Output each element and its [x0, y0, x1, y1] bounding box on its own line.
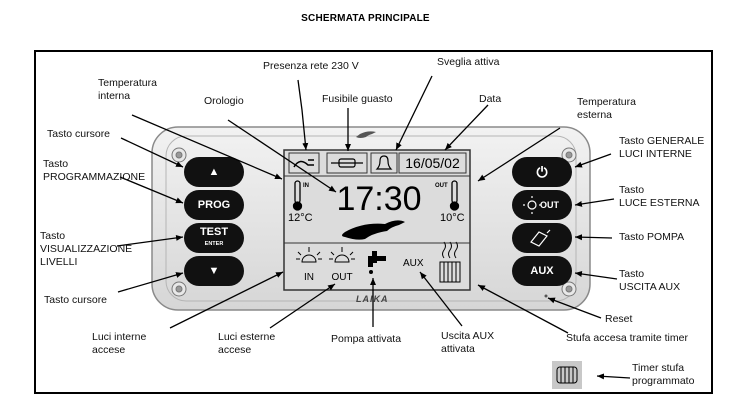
pump-tap-icon [368, 251, 386, 274]
label-visualizzazione: Tasto VISUALIZZAZIONE LIVELLI [40, 230, 133, 268]
thermometer-in-icon [292, 180, 303, 211]
screw-icon [171, 147, 577, 297]
label-presenza-rete: Presenza rete 230 V [263, 60, 359, 72]
reset-button [544, 294, 548, 298]
label-aux-attivata: Uscita AUX attivata [441, 330, 495, 355]
cursor-down-button [184, 256, 244, 286]
light-in-icon [296, 247, 322, 263]
cursor-down-label[interactable]: ▼ [208, 265, 220, 277]
test-enter-button [184, 223, 244, 253]
label-uscita-aux: Tasto USCITA AUX [619, 268, 681, 293]
lcd-light-out: OUT [331, 272, 353, 283]
label-luci-esterne: Luci esterne accese [218, 331, 276, 356]
label-luce-esterna: Tasto LUCE ESTERNA [619, 184, 700, 209]
label-timer-programmato: Timer stufa programmato [632, 362, 695, 387]
label-reset: Reset [605, 313, 633, 325]
prog-button [184, 190, 244, 220]
brand-logo: LAIKA [356, 294, 389, 304]
leader-lines [116, 75, 631, 380]
label-pompa-tasto: Tasto POMPA [619, 231, 685, 243]
label-orologio: Orologio [204, 95, 244, 107]
lcd-top-row [288, 152, 467, 174]
light-out-button [512, 190, 572, 220]
lcd-temp-in-label: IN [303, 183, 309, 189]
light-out-label[interactable]: OUT [540, 200, 559, 210]
label-cursore-top: Tasto cursore [47, 128, 111, 140]
cursor-up-button [184, 157, 244, 187]
cursor-up-label[interactable]: ▲ [208, 166, 220, 178]
prog-label[interactable]: PROG [197, 199, 231, 211]
label-fusibile: Fusibile guasto [322, 93, 393, 105]
label-cursore-bot: Tasto cursore [44, 294, 108, 306]
enter-label: ENTER [204, 241, 224, 247]
thermometer-out-icon [449, 180, 460, 211]
page-title: SCHERMATA PRINCIPALE [301, 13, 430, 24]
test-label[interactable]: TEST [199, 226, 229, 238]
power-button [512, 157, 572, 187]
power-icon[interactable]: ⏻ [536, 164, 548, 180]
right-buttons [512, 157, 572, 286]
label-programmazione: Tasto PROGRAMMAZIONE [43, 158, 146, 183]
greyhound-logo-icon [342, 220, 405, 240]
lcd-time: 17:30 [336, 180, 422, 218]
label-stufa-timer: Stufa accesa tramite timer [566, 332, 688, 344]
device-bezel [165, 135, 577, 302]
left-buttons [184, 157, 244, 286]
heater-timer-icon [439, 241, 461, 283]
aux-button [512, 256, 572, 286]
diagram-frame [34, 50, 713, 394]
pump-icon [530, 229, 551, 247]
sun-icon [523, 196, 541, 214]
label-temp-esterna: Temperatura esterna [577, 96, 636, 121]
label-pompa-attivata: Pompa attivata [331, 333, 402, 345]
lcd-light-in: IN [304, 272, 314, 283]
timer-legend-icon [556, 366, 578, 384]
lcd-aux: AUX [403, 258, 424, 269]
fuse-icon [331, 158, 363, 168]
lcd-temp-in: 12°C [288, 212, 313, 224]
greyhound-emblem-icon [356, 131, 376, 138]
lcd-date: 16/05/02 [405, 155, 460, 171]
lcd-temp-out: 10°C [440, 212, 465, 224]
aux-label[interactable]: AUX [530, 265, 554, 277]
bell-icon [375, 155, 393, 170]
pump-button [512, 223, 572, 253]
label-data: Data [479, 93, 502, 105]
lcd-temp-out-label: OUT [435, 183, 448, 189]
label-sveglia: Sveglia attiva [437, 56, 500, 68]
label-temp-interna: Temperatura interna [98, 77, 157, 102]
label-luci-interne: Luci interne accese [92, 331, 147, 356]
light-out-icon [329, 247, 355, 263]
label-generale: Tasto GENERALE LUCI INTERNE [619, 135, 705, 160]
